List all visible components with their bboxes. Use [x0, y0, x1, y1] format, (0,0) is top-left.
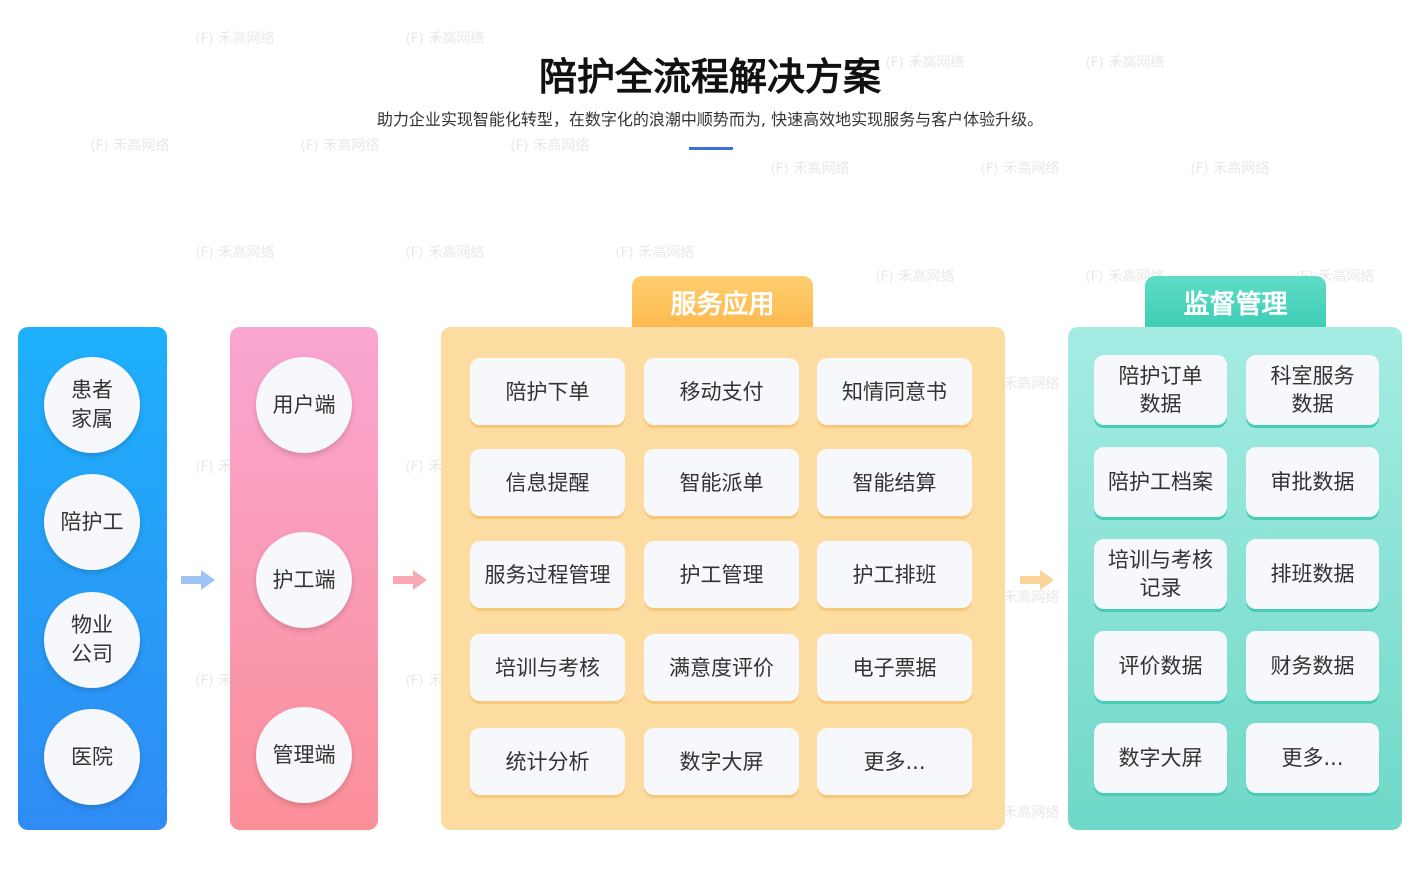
arrow-right-icon: [181, 570, 215, 590]
monitor-card: 陪护订单 数据: [1094, 355, 1227, 425]
service-tab-title: 服务应用: [632, 276, 813, 328]
title-divider: [689, 147, 733, 150]
client-circle: 护工端: [256, 532, 352, 628]
service-card: 满意度评价: [644, 634, 799, 701]
monitor-card: 科室服务 数据: [1246, 355, 1379, 425]
service-card: 统计分析: [470, 728, 625, 795]
monitor-card: 数字大屏: [1094, 723, 1227, 793]
page-subtitle: 助力企业实现智能化转型，在数字化的浪潮中顺势而为, 快速高效地实现服务与客户体验…: [376, 110, 1044, 129]
watermark-text: ⟨F⟩ 禾高网络: [405, 245, 485, 261]
arrow-right-icon: [1020, 570, 1054, 590]
service-card: 护工排班: [817, 541, 972, 608]
monitor-card: 财务数据: [1246, 631, 1379, 701]
service-card: 服务过程管理: [470, 541, 625, 608]
monitor-card: 更多...: [1246, 723, 1379, 793]
monitor-card: 陪护工档案: [1094, 447, 1227, 517]
service-card: 智能结算: [817, 449, 972, 516]
service-card: 更多...: [817, 728, 972, 795]
watermark-text: ⟨F⟩ 禾高网络: [980, 161, 1060, 177]
service-card: 智能派单: [644, 449, 799, 516]
watermark-text: ⟨F⟩ 禾高网络: [1190, 161, 1270, 177]
monitor-card: 排班数据: [1246, 539, 1379, 609]
monitor-card: 审批数据: [1246, 447, 1379, 517]
monitor-card: 培训与考核 记录: [1094, 539, 1227, 609]
service-card: 信息提醒: [470, 449, 625, 516]
service-card: 知情同意书: [817, 358, 972, 425]
watermark-text: ⟨F⟩ 禾高网络: [195, 31, 275, 47]
role-circle: 医院: [44, 709, 140, 805]
service-card: 数字大屏: [644, 728, 799, 795]
role-circle: 患者 家属: [44, 357, 140, 453]
service-card: 移动支付: [644, 358, 799, 425]
monitor-tab-title: 监督管理: [1145, 276, 1326, 328]
watermark-text: ⟨F⟩ 禾高网络: [195, 245, 275, 261]
arrow-right-icon: [393, 570, 427, 590]
watermark-text: ⟨F⟩ 禾高网络: [875, 269, 955, 285]
watermark-text: ⟨F⟩ 禾高网络: [615, 245, 695, 261]
client-circle: 管理端: [256, 707, 352, 803]
watermark-text: ⟨F⟩ 禾高网络: [300, 138, 380, 154]
watermark-text: ⟨F⟩ 禾高网络: [510, 138, 590, 154]
watermark-text: ⟨F⟩ 禾高网络: [90, 138, 170, 154]
watermark-text: ⟨F⟩ 禾高网络: [770, 161, 850, 177]
role-circle: 陪护工: [44, 474, 140, 570]
page-title: 陪护全流程解决方案: [538, 55, 881, 99]
client-circle: 用户端: [256, 357, 352, 453]
role-circle: 物业 公司: [44, 592, 140, 688]
monitor-card: 评价数据: [1094, 631, 1227, 701]
service-card: 陪护下单: [470, 358, 625, 425]
service-card: 护工管理: [644, 541, 799, 608]
service-card: 培训与考核: [470, 634, 625, 701]
service-card: 电子票据: [817, 634, 972, 701]
watermark-text: ⟨F⟩ 禾高网络: [405, 31, 485, 47]
